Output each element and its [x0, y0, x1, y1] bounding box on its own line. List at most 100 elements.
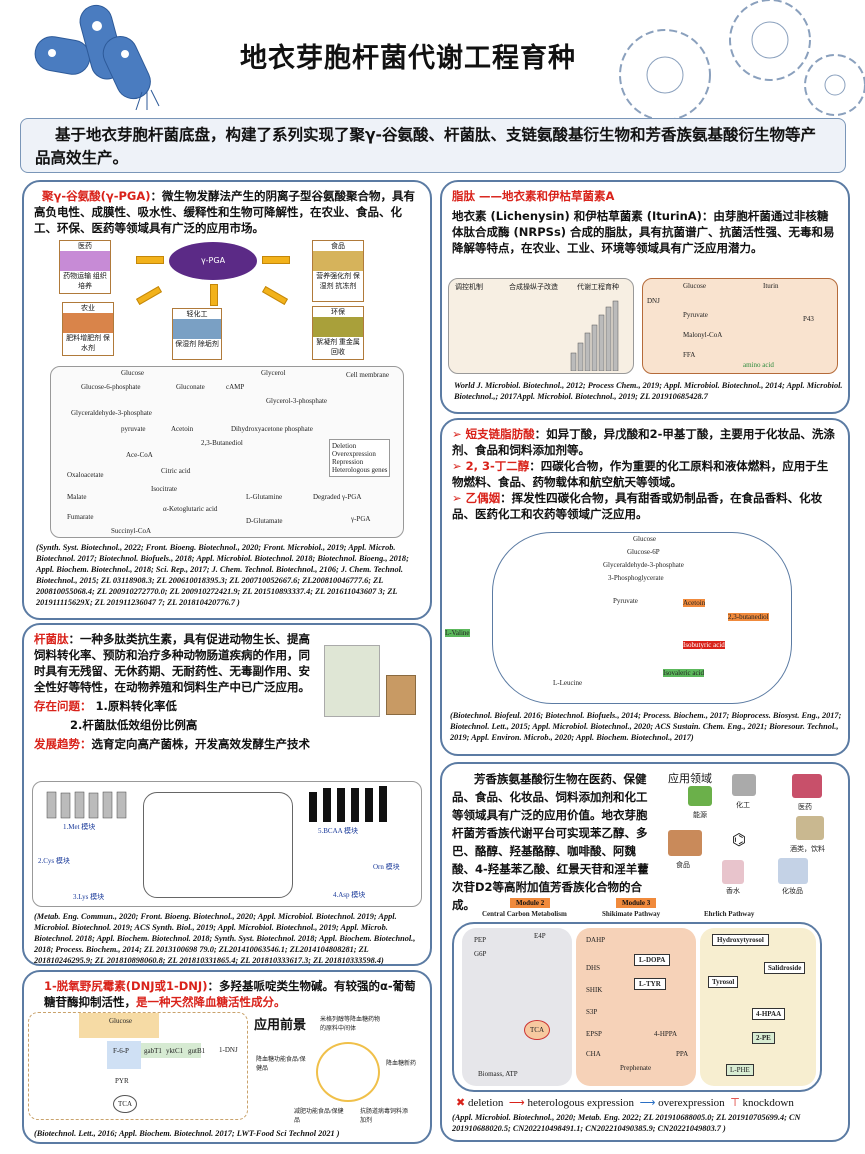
label: L-DOPA — [634, 954, 671, 966]
label: 3-Phosphoglycerate — [608, 574, 664, 582]
arrow-down-left — [135, 285, 163, 306]
label: 农业 — [81, 304, 95, 312]
label: Overexpression — [332, 450, 376, 458]
gears-illustration — [619, 0, 865, 120]
dnj-description: 1-脱氧野尻霉素(DNJ或1-DNJ)：多羟基哌啶类生物碱。有较强的α-葡萄糖苷… — [34, 978, 420, 1010]
label: SHIK — [586, 986, 603, 994]
label: EPSP — [586, 1030, 602, 1038]
arrow-left — [136, 256, 164, 264]
label: E4P — [534, 932, 546, 940]
label: Glucose — [109, 1017, 132, 1025]
label: 酒类，饮料 — [790, 845, 825, 853]
poster-title: 地衣芽胞杆菌代谢工程育种 — [240, 43, 576, 74]
label: Degraded γ-PGA — [313, 493, 362, 501]
pga-desc: ：微生物发酵法产生的阴离子型谷氨酸聚合物，具有高负电性、成膜性、吸水性、缓释性和… — [34, 189, 416, 235]
label: Succinyl-CoA — [111, 527, 152, 535]
app-medicine: 医药药物运输 组织培养 — [59, 240, 111, 294]
beverage-image — [796, 816, 824, 840]
metabolic-network-box — [143, 792, 293, 898]
food-image — [668, 830, 702, 856]
aromatic-references: (Appl. Microbiol. Biotechnol., 2020; Met… — [452, 1113, 801, 1133]
dnj-pathway-diagram: Glucose F-6-P TCA 1-DNJ PYR gabT1 yktC1 … — [28, 1012, 248, 1120]
arrow-down — [210, 284, 218, 306]
label: yktC1 — [166, 1047, 184, 1055]
label: Iturin — [763, 282, 779, 290]
chemical-image — [732, 774, 756, 796]
dnj-panel: 1-脱氧野尻霉素(DNJ或1-DNJ)：多羟基哌啶类生物碱。有较强的α-葡萄糖苷… — [22, 970, 432, 1144]
label: ：挥发性四碳化合物，具有甜香或奶制品香，在食品香料、化妆品、医药化工和农药等领域… — [452, 491, 823, 521]
bcaa-bar-chart — [309, 786, 387, 822]
label: Glyceraldehyde-3-phosphate — [71, 409, 152, 417]
bacitracin-problem-2: 2.杆菌肽低效组份比例高 — [70, 718, 198, 732]
aromatic-legend: ✖ deletion ⟶ heterologous expression ⟶ o… — [456, 1097, 794, 1109]
label: 合成操纵子改造 — [509, 283, 558, 291]
label: Acetoin — [683, 599, 706, 607]
module-central-carbon — [462, 928, 572, 1086]
perfume-image — [722, 860, 744, 884]
label: FFA — [683, 351, 696, 359]
label: 4.Asp 模块 — [333, 891, 366, 899]
bar-chart-mini — [570, 300, 619, 371]
label: Glucose — [121, 369, 144, 377]
arrow-right — [262, 256, 290, 264]
label: 医药 — [78, 242, 92, 250]
label: Glycerol-3-phosphate — [266, 397, 328, 405]
module-shikimate — [576, 928, 696, 1086]
pga-references: (Synth. Syst. Biotechnol., 2022; Front. … — [36, 543, 409, 607]
label: L-TYR — [634, 978, 666, 990]
label: pyruvate — [121, 425, 146, 433]
label: Repression — [332, 458, 364, 466]
label: ：如异丁酸，异戊酸和2-甲基丁酸，主要用于化妆品、洗涤剂、食品和饲料添加剂等。 — [452, 427, 835, 457]
label: Gluconate — [176, 383, 205, 391]
lipopeptide-description: 地衣素 (Lichenysin) 和伊枯草菌素 (IturinA)：由芽胞杆菌通… — [452, 209, 835, 255]
pga-pathway-diagram: Glucose Glycerol Glucose-6-phosphate Glu… — [50, 366, 404, 538]
bcaa-item: ➢ 2, 3-丁二醇：四碳化合物，作为重要的化工原料和液体燃料，应用于生物燃料、… — [452, 459, 829, 489]
label: Fumarate — [67, 513, 94, 521]
label: 能源 — [693, 811, 707, 819]
label: 化妆品 — [782, 887, 803, 895]
module-3-tag: Module 3 — [616, 898, 657, 908]
bcaa-pathway-diagram: Glucose Glucose-6P Glyceraldehyde-3-phos… — [445, 532, 792, 704]
label: 肥料增肥剂 保水剂 — [66, 334, 110, 352]
label: 降血糖功能食品/保健品 — [256, 1057, 306, 1072]
label: 存在问题： — [34, 699, 92, 713]
label: P43 — [803, 315, 814, 323]
product-box-image — [386, 675, 416, 715]
lipopeptide-references: World J. Microbiol. Biotechnol., 2012; P… — [454, 381, 843, 401]
label: Malonyl-CoA — [683, 331, 723, 339]
label: Tyrosol — [708, 976, 739, 988]
label: DHS — [586, 964, 601, 972]
pga-term: 聚γ-谷氨酸(γ-PGA) — [42, 189, 151, 203]
label: 轻化工 — [186, 310, 208, 318]
label: Isocitrate — [151, 485, 178, 493]
label: 絮凝剂 重金属回收 — [316, 338, 360, 356]
label: knockdown — [742, 1097, 794, 1109]
label: TCA — [113, 1095, 137, 1113]
label: 化工 — [736, 801, 750, 809]
label: 3.Lys 模块 — [73, 893, 105, 901]
bacitracin-description: 杆菌肽：一种多肽类抗生素，具有促进动物生长、提高饲料转化率、预防和治疗多种动物肠… — [34, 631, 318, 695]
label: 食品 — [331, 242, 345, 250]
bcaa-item: ➢ 短支链脂肪酸：如异丁酸，异戊酸和2-甲基丁酸，主要用于化妆品、洗涤剂、食品和… — [452, 427, 835, 457]
label: 保湿剂 除垢剂 — [175, 340, 219, 348]
label: PPA — [676, 1050, 689, 1058]
label: ：一种多肽类抗生素，具有促进动物生长、提高饲料转化率、预防和治疗多种动物肠道疾病… — [34, 632, 310, 694]
label: ：四碳化合物，作为重要的化工原料和液体燃料，应用于生物燃料、食品、药物载体和航空… — [452, 459, 829, 489]
label: α-Ketoglutaric acid — [163, 505, 218, 513]
aromatic-description: 芳香族氨基酸衍生物在医药、保健品、食品、化妆品、饲料添加剂和化工等领域具有广泛的… — [452, 772, 649, 912]
bacitracin-module-diagram: 1.Met 模块 2.Cys 模块 3.Lys 模块 4.Asp 模块 5.BC… — [32, 781, 422, 907]
label: 降血糖新药 — [386, 1061, 417, 1067]
label: Prephenate — [620, 1064, 652, 1072]
pga-application-diagram: γ-PGA 医药药物运输 组织培养 食品营养强化剂 保湿剂 抗冻剂 农业肥料增肥… — [24, 240, 430, 360]
label: Biomass, ATP — [478, 1070, 518, 1078]
label: 短支链脂肪酸 — [465, 427, 535, 441]
label: DNJ — [647, 297, 660, 305]
phenylethanol-structure-icon: ⌬ — [732, 830, 746, 849]
label: gutB1 — [188, 1047, 206, 1055]
gene-cluster-region — [141, 1043, 201, 1058]
label: L-PHE — [726, 1064, 754, 1076]
label: 发展趋势： — [34, 737, 92, 751]
label: Pyruvate — [683, 311, 708, 319]
pga-hub: γ-PGA — [169, 242, 257, 280]
label: 2,3-Butanediol — [201, 439, 243, 447]
